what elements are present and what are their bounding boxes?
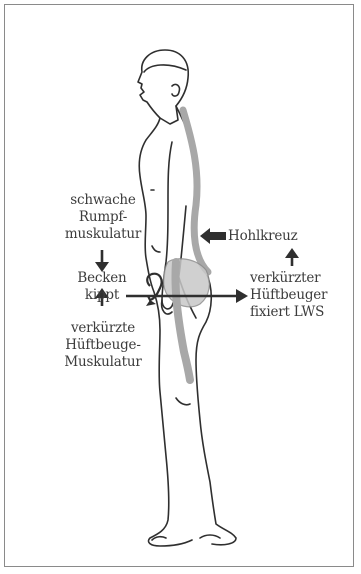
short-hip-flexor-right-label: verkürzter Hüftbeuger fixiert LWS (250, 270, 346, 321)
right-up-arrowhead (285, 248, 299, 258)
pelvis-tilts-label: Becken kippt (62, 270, 142, 304)
short-hip-flexor-left-label: verkürzte Hüftbeuge- Muskulatur (48, 320, 158, 371)
pelvis-shape (164, 259, 210, 307)
lws-fixation-arrowhead (236, 289, 248, 303)
spine (183, 110, 208, 272)
hollow-back-label: Hohlkreuz (228, 228, 328, 245)
hollow-back-arrow (200, 228, 226, 244)
weak-trunk-label: schwache Rumpf- muskulatur (58, 192, 148, 243)
